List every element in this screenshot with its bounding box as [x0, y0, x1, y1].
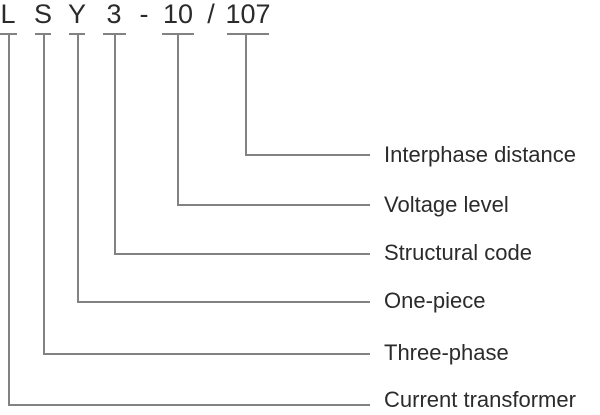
leader-vertical-3	[114, 34, 116, 255]
leader-vertical-107	[245, 34, 247, 156]
callout-label: Three-phase	[384, 340, 509, 365]
code-part-slash: /	[207, 0, 215, 29]
code-part-3: 3	[106, 0, 122, 29]
leader-vertical-S	[43, 34, 45, 355]
code-part-Y: Y	[67, 0, 87, 29]
leader-horizontal-10	[177, 204, 370, 206]
callout-label: Current transformer	[384, 387, 576, 412]
code-part-dash: -	[139, 0, 149, 29]
leader-vertical-L	[8, 34, 10, 406]
code-part-10: 10	[162, 0, 194, 29]
callout-label: Interphase distance	[384, 142, 577, 167]
leader-horizontal-Y	[77, 301, 370, 303]
leader-horizontal-S	[43, 353, 370, 355]
leader-horizontal-107	[245, 154, 370, 156]
code-part-L: L	[0, 0, 16, 29]
leader-vertical-10	[177, 34, 179, 206]
leader-horizontal-3	[114, 253, 370, 255]
leader-vertical-Y	[77, 34, 79, 303]
callout-label: One-piece	[384, 288, 486, 313]
callout-label: Voltage level	[384, 192, 509, 217]
callout-label: Structural code	[384, 240, 532, 265]
code-part-107: 107	[225, 0, 271, 29]
tick-107	[227, 33, 269, 35]
leader-horizontal-L	[8, 404, 370, 406]
code-part-S: S	[33, 0, 53, 29]
